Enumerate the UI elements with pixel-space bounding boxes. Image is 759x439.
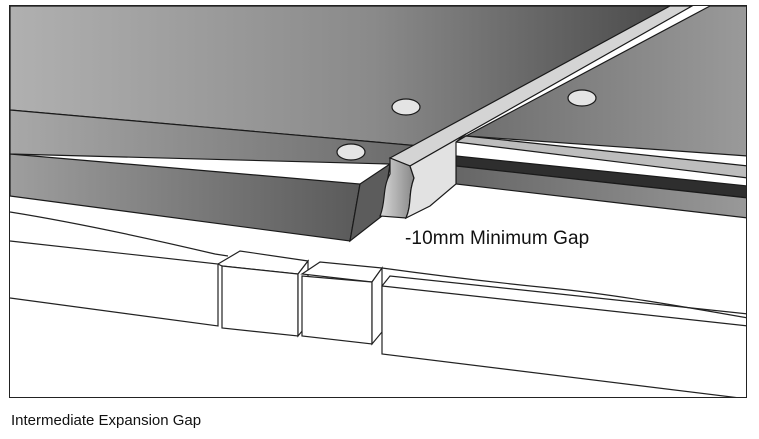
gap-size-label: -10mm Minimum Gap — [405, 228, 590, 249]
fixing-holes — [336, 89, 597, 161]
fixing-hole-icon — [391, 98, 421, 116]
expansion-gap-diagram — [10, 6, 746, 397]
figure-caption: Intermediate Expansion Gap — [11, 412, 202, 429]
fixing-hole-icon — [336, 143, 366, 161]
diagram-frame: -10mm Minimum Gap — [9, 5, 747, 398]
substrate-blocks — [10, 211, 746, 397]
fixing-hole-icon — [567, 89, 597, 107]
left-floor-slab — [10, 6, 672, 243]
expansion-joint-profile — [379, 6, 694, 220]
